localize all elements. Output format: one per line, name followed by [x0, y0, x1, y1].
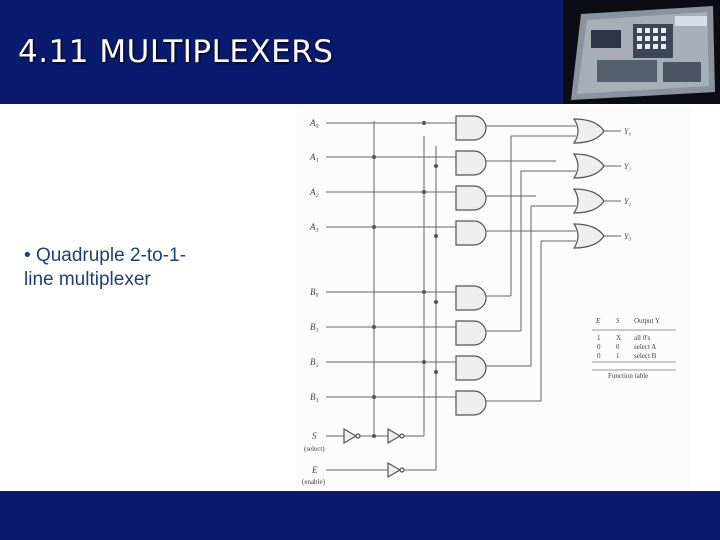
table-cell: X [616, 334, 621, 342]
select-label: S [312, 431, 317, 441]
input-labels: A₀ A₁ A₂ A₃ B₀ B₁ B₂ B₃ S (select) E (en… [302, 118, 326, 486]
header-bar: 4.11 MULTIPLEXERS [0, 0, 720, 104]
circuit-wires [326, 121, 621, 471]
table-cell: 0 [597, 343, 601, 351]
input-b0-label: B₀ [310, 287, 319, 297]
table-cell: select B [634, 352, 657, 360]
output-labels: Y₀ Y₁ Y₂ Y₃ [624, 127, 631, 241]
multiplexer-diagram: A₀ A₁ A₂ A₃ B₀ B₁ B₂ B₃ S (select) E (en… [296, 106, 690, 490]
input-a3-label: A₃ [309, 222, 319, 232]
function-table: E S Output Y 1 X all 0's 0 0 select A 0 … [592, 317, 676, 380]
or-gates [572, 118, 605, 249]
select-sublabel: (select) [304, 445, 325, 453]
and-gates [455, 115, 487, 416]
trainer-board-image [563, 0, 720, 104]
bullet-line-1: Quadruple 2-to-1- [35, 245, 186, 266]
table-header-e: E [595, 317, 601, 325]
table-cell: 0 [597, 352, 601, 360]
table-cell: 1 [597, 334, 601, 342]
junction-dots [372, 121, 438, 438]
bullet-text: • Quadruple 2-to-1- line multiplexer [24, 244, 234, 292]
inverter-gates [343, 427, 405, 479]
table-cell: select A [634, 343, 656, 351]
input-a1-label: A₁ [309, 152, 319, 162]
slide-title: 4.11 MULTIPLEXERS [18, 34, 334, 70]
bullet-line-2: line multiplexer [24, 269, 151, 290]
input-b2-label: B₂ [310, 357, 319, 367]
output-y0-label: Y₀ [624, 127, 631, 136]
bullet-marker: • [24, 245, 31, 266]
output-y1-label: Y₁ [624, 162, 631, 171]
input-a0-label: A₀ [309, 118, 319, 128]
output-y3-label: Y₃ [624, 232, 631, 241]
table-cell: all 0's [634, 334, 651, 342]
table-cell: 1 [616, 352, 620, 360]
input-b3-label: B₃ [310, 392, 319, 402]
enable-label: E [311, 465, 318, 475]
table-cell: 0 [616, 343, 620, 351]
footer-bar [0, 491, 720, 540]
table-header-s: S [616, 317, 620, 325]
output-y2-label: Y₂ [624, 197, 631, 206]
table-header-output: Output Y [634, 317, 660, 325]
enable-sublabel: (enable) [302, 478, 326, 486]
table-caption: Function table [608, 372, 648, 380]
input-a2-label: A₂ [309, 187, 319, 197]
input-b1-label: B₁ [310, 322, 319, 332]
